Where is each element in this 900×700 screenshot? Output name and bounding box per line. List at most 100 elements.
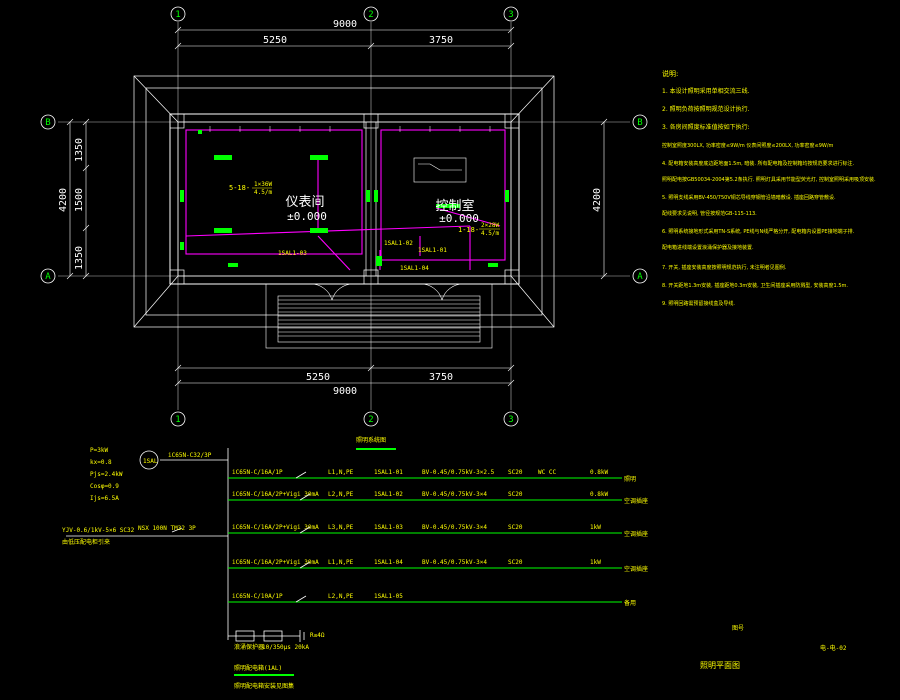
wall-markers <box>209 126 491 132</box>
panel-id: 1SAL <box>143 458 158 465</box>
circuit-id: 1SAL1-01 <box>374 469 403 476</box>
axis-bubble-B-right <box>632 114 648 130</box>
equipment-symbol <box>413 157 467 183</box>
fixture-spec: 2×28W <box>481 222 499 229</box>
system-param: P=3kW <box>90 447 108 454</box>
spd-labels: 浪涌保护器 10/350μs 20kA R≤4Ω 照明配电箱(1AL) 照明配电… <box>234 632 325 690</box>
axis-bubble-A-right <box>632 268 648 284</box>
circuit-phase: L2,N,PE <box>328 491 354 498</box>
building-outline <box>133 75 555 328</box>
dim-right-total: 4200 <box>592 188 603 212</box>
axis-label: B <box>45 118 50 128</box>
note-line: 照明配电按GB50034-2004第5.2条执行. 照明灯具采用节能型荧光灯, … <box>662 177 876 183</box>
circuit-use: 照明 <box>624 476 636 483</box>
system-params: P=3kW kx=0.8 Pjs=2.4kW Cosφ=0.9 Ijs=6.5A… <box>62 436 386 546</box>
fixture-leader-lines <box>252 187 500 230</box>
socket-icon <box>488 263 498 267</box>
spd-label: 浪涌保护器 <box>234 643 264 651</box>
circuit-breaker: iC65N-C/16A/2P+Vigi 30mA <box>232 524 319 531</box>
dim-total-top: 9000 <box>333 19 357 30</box>
socket-icon <box>374 190 378 202</box>
circuit-conduit: SC20 <box>508 469 523 476</box>
circuit-id: 1SAL1-03 <box>374 524 403 531</box>
socket-icon <box>505 190 509 202</box>
room-level: ±0.000 <box>439 212 479 225</box>
fixture-label: 1-18- <box>458 226 479 234</box>
circuit-phase: L2,N,PE <box>328 593 354 600</box>
circuit-use: 备用 <box>624 599 636 607</box>
socket-icon <box>366 190 370 202</box>
title-block: 照明平面图 图号 电-电-02 <box>700 625 847 670</box>
circuit-use: 空调插座 <box>624 565 648 573</box>
fixture-height: 4.5/m <box>254 189 272 196</box>
axis-grid <box>58 22 630 410</box>
axis-label: 1 <box>175 415 180 425</box>
circuit-phase: L1,N,PE <box>328 469 354 476</box>
note-line: 配电箱进线端设置浪涌保护器及接地装置. <box>662 245 754 251</box>
circuit-row: iC65N-C/16A/2P+Vigi 30mA L3,N,PE 1SAL1-0… <box>232 524 648 538</box>
axis-bubble-B-left <box>40 114 56 130</box>
circuit-cable: BV-0.45/0.75kV-3×4 <box>422 491 487 498</box>
circuit-label: 1SAL1-04 <box>400 265 429 272</box>
bottom-note: 照明配电箱(1AL) <box>234 664 282 672</box>
axis-bubble-2-top <box>363 6 379 22</box>
light-fixture <box>436 204 460 208</box>
light-fixture <box>214 155 232 160</box>
dim-left: 1350 <box>74 246 85 270</box>
circuit-cable: BV-0.45/0.75kV-3×4 <box>422 524 487 531</box>
circuit-id: 1SAL1-04 <box>374 559 403 566</box>
system-param: Cosφ=0.9 <box>90 483 119 490</box>
note-line: 控制室照度300LX, 功率密度≤9W/m 仪表间照度≤200LX, 功率密度≤… <box>662 143 834 149</box>
socket-icon <box>228 263 238 267</box>
room-name: 仪表间 <box>285 195 324 210</box>
system-busbar <box>66 448 229 640</box>
circuit-breaker: iC65N-C/10A/1P <box>232 593 283 600</box>
isolator: NSX 100N TM32 3P <box>138 525 196 532</box>
incoming-note: 由低压配电柜引来 <box>62 538 110 546</box>
circuit-label: 1SAL1-02 <box>384 240 413 247</box>
light-fixture <box>214 228 232 233</box>
note-line: 3. 各房间照度标准值按如下执行: <box>662 124 750 131</box>
axis-bubbles-side: B A B A <box>40 114 648 284</box>
circuit-conduit: SC20 <box>508 524 523 531</box>
panel-box-icon <box>376 256 382 266</box>
dim-seg-bottom: 5250 <box>306 372 330 383</box>
note-line: 4. 配电箱安装高度底边距地面1.5m, 暗装. 所有配电箱及控制箱均按规范要求… <box>662 161 855 167</box>
system-circuits: iC65N-C/16A/1P L1,N,PE 1SAL1-01 BV-0.45/… <box>232 469 648 607</box>
spd-symbol <box>228 630 305 642</box>
system-title-underline <box>234 448 396 676</box>
circuit-row: iC65N-C/16A/2P+Vigi 30mA L1,N,PE 1SAL1-0… <box>232 559 648 573</box>
axis-label: B <box>637 118 642 128</box>
circuit-row: iC65N-C/16A/2P+Vigi 30mA L2,N,PE 1SAL1-0… <box>232 491 648 505</box>
system-param: Pjs=2.4kW <box>90 471 123 478</box>
note-line: 9. 照明回路需预留接线盒及导线. <box>662 301 735 307</box>
circuit-label: 1SAL1-03 <box>278 250 307 257</box>
dim-left-total: 4200 <box>58 188 69 212</box>
note-line: 6. 照明系统接地形式采用TN-S系统, PE线与N线严格分开, 配电箱内设置P… <box>662 229 855 235</box>
system-circuit-lines <box>228 477 622 603</box>
fixture-height: 4.5/m <box>481 230 499 237</box>
circuit-id: 1SAL1-02 <box>374 491 403 498</box>
room-labels: 仪表间 ±0.000 控制室 ±0.000 <box>285 195 478 225</box>
dimension-lines <box>66 26 608 387</box>
circuit-phase: L3,N,PE <box>328 524 354 531</box>
ground-label: R≤4Ω <box>310 632 325 639</box>
axis-bubble-3-bottom <box>503 411 519 427</box>
dim-left: 1500 <box>74 188 85 212</box>
system-param: Ijs=6.5A <box>90 495 119 502</box>
circuit-use: 空调插座 <box>624 497 648 505</box>
light-fixture <box>310 155 328 160</box>
room-name: 控制室 <box>435 198 474 214</box>
axis-label: 2 <box>368 10 373 20</box>
drawing-title: 照明平面图 <box>700 661 740 670</box>
notes-title: 说明: <box>662 70 679 78</box>
fixture-spec: 1×36W <box>254 181 272 188</box>
circuit-breaker: iC65N-C/16A/1P <box>232 469 283 476</box>
circuit-cable: BV-0.45/0.75kV-3×2.5 <box>422 469 495 476</box>
light-fixture <box>310 228 328 233</box>
dim-total-bottom: 9000 <box>333 386 357 397</box>
socket-icon <box>180 242 184 250</box>
title-ref: 图号 <box>732 625 744 632</box>
axis-bubble-1-top <box>170 6 186 22</box>
breaker-symbols <box>295 471 311 603</box>
